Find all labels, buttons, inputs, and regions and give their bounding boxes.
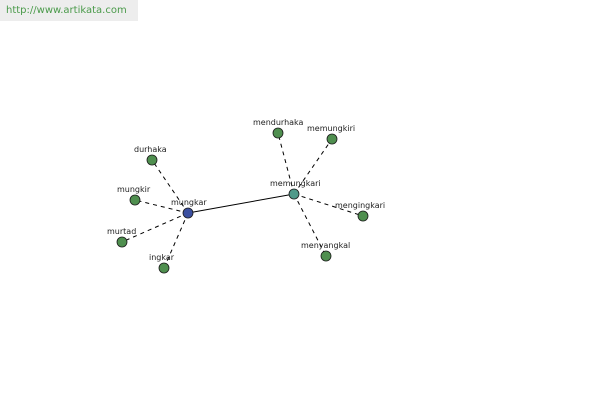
node-label-menyangkal: menyangkal: [301, 241, 350, 250]
node-circle-mengingkari[interactable]: [357, 210, 369, 222]
edge-memungkari-menyangkal: [293, 193, 327, 257]
node-label-mengingkari: mengingkari: [335, 201, 385, 210]
site-url-banner[interactable]: http://www.artikata.com: [0, 0, 138, 21]
node-label-murtad: murtad: [107, 227, 136, 236]
node-mungkar[interactable]: mungkar: [171, 198, 207, 219]
node-memungkari[interactable]: memungkari: [270, 179, 321, 200]
node-mengingkari[interactable]: mengingkari: [335, 201, 385, 222]
node-circle-mendurhaka[interactable]: [272, 127, 284, 139]
node-circle-murtad[interactable]: [116, 236, 128, 248]
node-circle-memungkiri[interactable]: [326, 133, 338, 145]
node-label-durhaka: durhaka: [134, 145, 167, 154]
node-circle-memungkari[interactable]: [288, 188, 300, 200]
edge-memungkari-memungkiri: [293, 138, 333, 195]
node-mungkir[interactable]: mungkir: [117, 185, 151, 206]
node-mendurhaka[interactable]: mendurhaka: [253, 118, 304, 139]
nodes-layer: mungkar memungkari durhaka mungkir murtad ing…: [107, 118, 385, 274]
node-durhaka[interactable]: durhaka: [134, 145, 167, 166]
node-circle-mungkar[interactable]: [182, 207, 194, 219]
edge-mungkar-durhaka: [151, 159, 189, 214]
edges-layer: [121, 132, 364, 269]
node-label-mungkar: mungkar: [171, 198, 207, 207]
node-circle-menyangkal[interactable]: [320, 250, 332, 262]
node-menyangkal[interactable]: menyangkal: [301, 241, 350, 262]
node-label-memungkiri: memungkiri: [307, 124, 355, 133]
node-ingkar[interactable]: ingkar: [149, 253, 175, 274]
edge-mungkar-memungkari: [187, 193, 295, 214]
node-murtad[interactable]: murtad: [107, 227, 136, 248]
edge-mungkar-mungkir: [134, 199, 189, 214]
edge-memungkari-mendurhaka: [277, 132, 295, 195]
node-label-ingkar: ingkar: [149, 253, 175, 262]
node-circle-ingkar[interactable]: [158, 262, 170, 274]
node-memungkiri[interactable]: memungkiri: [307, 124, 355, 145]
node-circle-durhaka[interactable]: [146, 154, 158, 166]
node-circle-mungkir[interactable]: [129, 194, 141, 206]
node-label-mungkir: mungkir: [117, 185, 151, 194]
node-label-memungkari: memungkari: [270, 179, 321, 188]
node-label-mendurhaka: mendurhaka: [253, 118, 304, 127]
edge-mungkar-ingkar: [163, 212, 189, 269]
